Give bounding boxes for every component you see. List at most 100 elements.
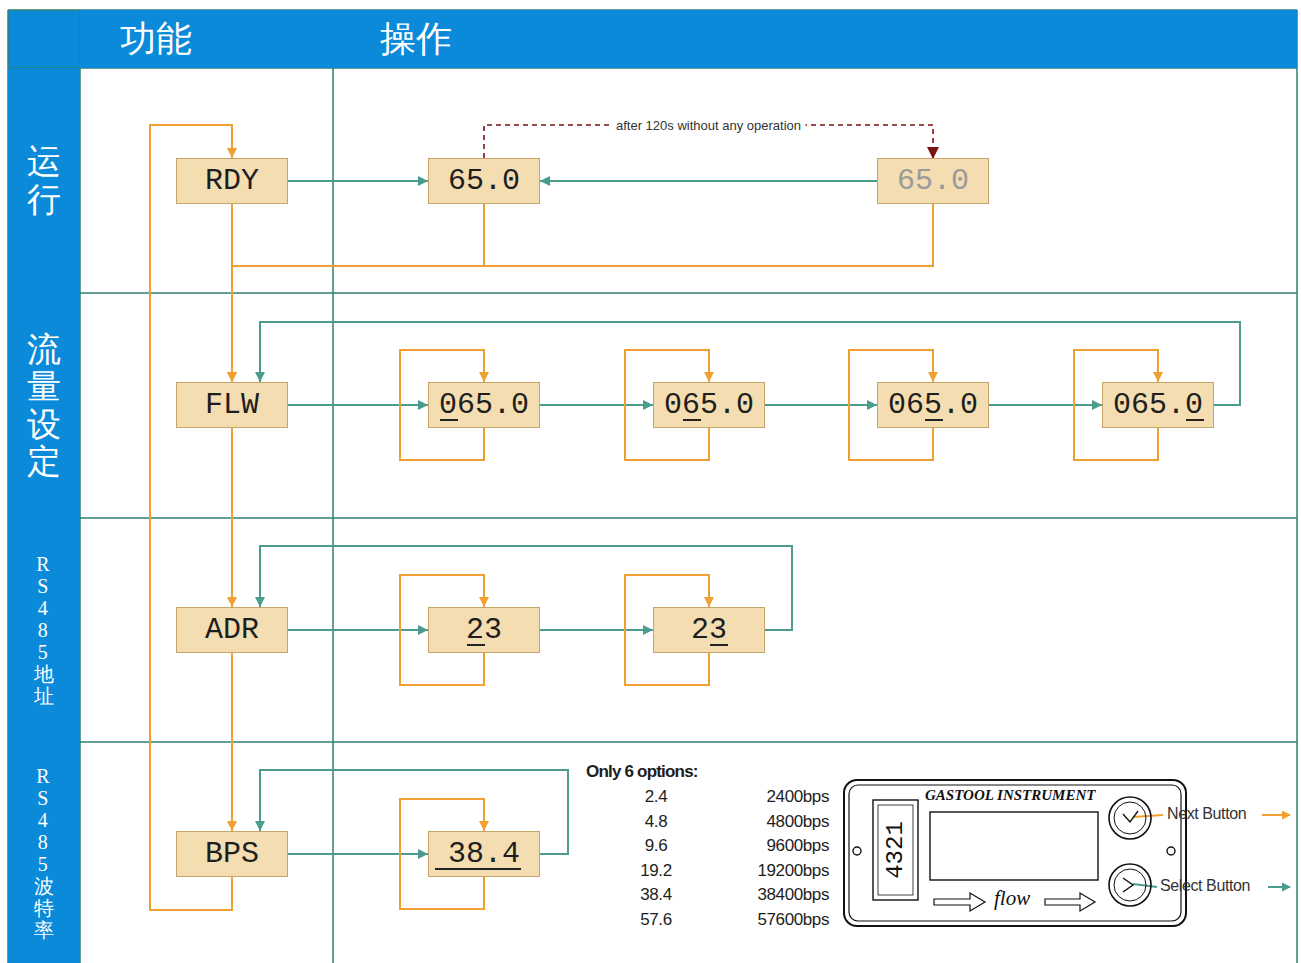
cursor-underline bbox=[683, 419, 701, 421]
menu-box: 065.0 bbox=[653, 382, 765, 428]
next-arrow bbox=[288, 180, 428, 182]
menu-box: 23 bbox=[653, 607, 765, 653]
band-label: RS485波特率 bbox=[34, 765, 54, 941]
drawing-part bbox=[1114, 869, 1146, 901]
drawing-part bbox=[1123, 878, 1133, 892]
next-arrow bbox=[288, 404, 428, 406]
drawing-part bbox=[332, 10, 334, 963]
device-panel: GASTOOL INSTRUMENT 4321 flow bbox=[842, 778, 1188, 928]
option-baud: 57600bps bbox=[758, 910, 829, 930]
drawing-part bbox=[8, 292, 1297, 294]
option-baud: 9600bps bbox=[767, 836, 829, 856]
option-value: 19.2 bbox=[640, 861, 672, 881]
menu-box: 65.0 bbox=[877, 158, 989, 204]
flow-mark: flow bbox=[994, 886, 1030, 911]
drawing-part bbox=[8, 741, 1297, 743]
option-value: 9.6 bbox=[645, 836, 667, 856]
menu-box: 065.0 bbox=[1102, 382, 1214, 428]
menu-box: ADR bbox=[176, 607, 288, 653]
select-arrow bbox=[150, 125, 232, 910]
band-label: 操作 bbox=[380, 15, 452, 64]
menu-box: RDY bbox=[176, 158, 288, 204]
button-label: Select Button bbox=[1160, 877, 1250, 895]
box-label: ADR bbox=[205, 613, 259, 648]
box-label: 65.0 bbox=[897, 164, 969, 199]
row-band: 流量设定 bbox=[8, 293, 80, 518]
drawing-part bbox=[1045, 893, 1095, 911]
cursor-underline bbox=[710, 644, 728, 646]
select-arrow bbox=[231, 428, 233, 607]
next-arrow bbox=[540, 629, 653, 631]
option-baud: 19200bps bbox=[758, 861, 829, 881]
band-label: 运行 bbox=[27, 143, 61, 218]
box-label: 23 bbox=[691, 613, 727, 648]
drawing-part bbox=[930, 812, 1098, 880]
button-arrow bbox=[1268, 886, 1290, 888]
band-label: 功能 bbox=[120, 15, 192, 64]
band-label: RS485地址 bbox=[34, 553, 54, 707]
option-baud: 38400bps bbox=[758, 885, 829, 905]
brand-text: GASTOOL INSTRUMENT bbox=[925, 787, 1095, 804]
drawing-part bbox=[844, 780, 1186, 926]
select-arrow bbox=[232, 204, 484, 382]
grid-lines bbox=[8, 10, 1297, 963]
drawing-part bbox=[1123, 811, 1138, 822]
option-value: 57.6 bbox=[640, 910, 672, 930]
cursor-underline bbox=[435, 868, 521, 870]
menu-box: 23 bbox=[428, 607, 540, 653]
cursor-underline bbox=[440, 419, 458, 421]
drawing-part bbox=[853, 847, 861, 855]
option-value: 38.4 bbox=[640, 885, 672, 905]
header-cell: 操作 bbox=[333, 10, 1297, 68]
menu-box: BPS bbox=[176, 831, 288, 877]
drawing-part bbox=[1114, 802, 1146, 834]
next-arrow bbox=[288, 629, 428, 631]
next-arrow bbox=[989, 404, 1102, 406]
button-arrow bbox=[1262, 814, 1290, 816]
option-baud: 2400bps bbox=[767, 787, 829, 807]
next-arrow bbox=[288, 853, 428, 855]
select-arrow bbox=[232, 204, 933, 382]
header-corner bbox=[8, 10, 80, 68]
box-label: 23 bbox=[466, 613, 502, 648]
option-baud: 4800bps bbox=[767, 812, 829, 832]
table-heading: Only 6 options: bbox=[586, 762, 698, 782]
drawing-part bbox=[1109, 797, 1151, 839]
edge-label: after 120s without any operation bbox=[612, 118, 805, 133]
drawing-part bbox=[1109, 864, 1151, 906]
box-label: 065.0 bbox=[1113, 388, 1203, 423]
option-value: 4.8 bbox=[645, 812, 667, 832]
drawing-part bbox=[934, 893, 985, 911]
option-value: 2.4 bbox=[645, 787, 667, 807]
next-arrow bbox=[540, 404, 653, 406]
next-arrow bbox=[540, 180, 877, 182]
box-label: RDY bbox=[205, 164, 259, 199]
drawing-part bbox=[8, 517, 1297, 519]
box-label: 065.0 bbox=[664, 388, 754, 423]
band-label: 流量设定 bbox=[27, 331, 61, 481]
row-band: 运行 bbox=[8, 68, 80, 293]
menu-box: 065.0 bbox=[877, 382, 989, 428]
box-label: FLW bbox=[205, 388, 259, 423]
menu-box: FLW bbox=[176, 382, 288, 428]
menu-box: 38.4 bbox=[428, 831, 540, 877]
dip-switch-number: 4321 bbox=[882, 821, 909, 879]
box-label: 38.4 bbox=[448, 837, 520, 872]
box-label: 065.0 bbox=[439, 388, 529, 423]
box-label: 065.0 bbox=[888, 388, 978, 423]
menu-box: 65.0 bbox=[428, 158, 540, 204]
next-arrow bbox=[765, 404, 877, 406]
cursor-underline bbox=[1186, 419, 1204, 421]
cursor-underline bbox=[925, 419, 943, 421]
row-band: RS485波特率 bbox=[8, 742, 80, 963]
box-label: BPS bbox=[205, 837, 259, 872]
header-cell: 功能 bbox=[80, 10, 333, 68]
drawing-part bbox=[873, 800, 918, 900]
drawing-part bbox=[849, 785, 1181, 921]
box-label: 65.0 bbox=[448, 164, 520, 199]
drawing-part bbox=[1167, 847, 1175, 855]
row-band: RS485地址 bbox=[8, 518, 80, 742]
drawing-part bbox=[1296, 10, 1298, 963]
cursor-underline bbox=[467, 644, 485, 646]
